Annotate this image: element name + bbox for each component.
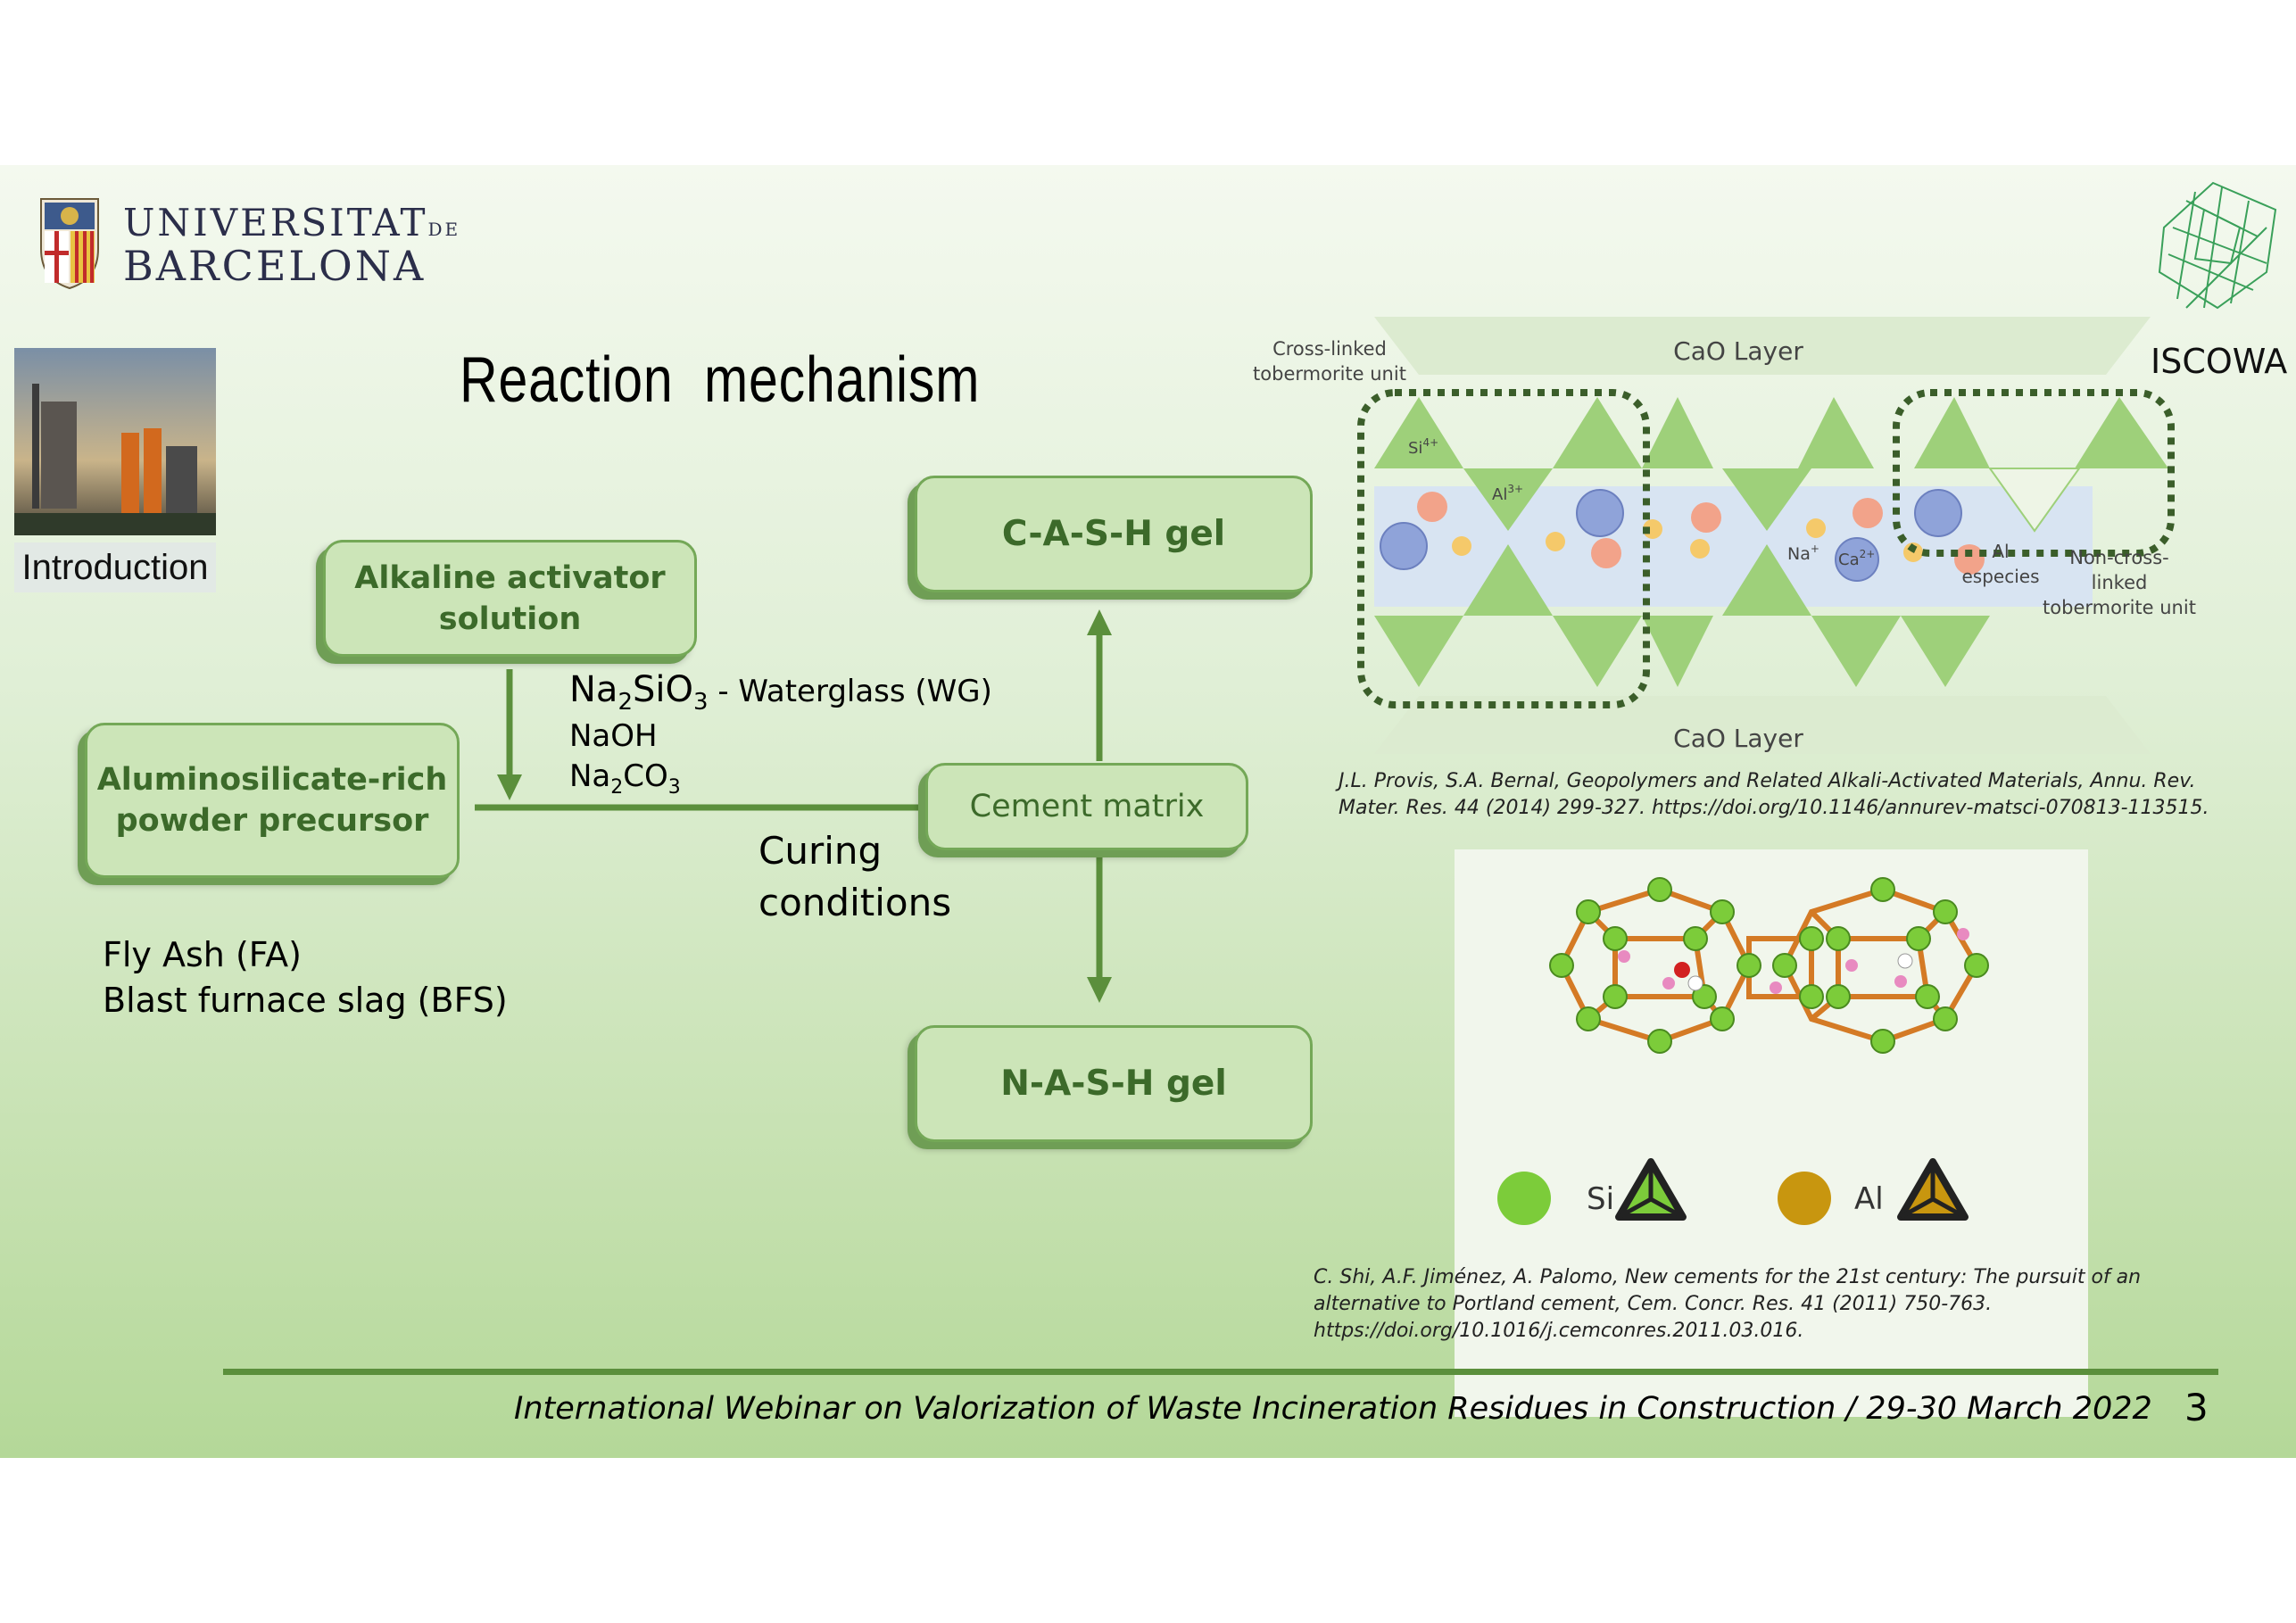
co3-mid: CO bbox=[623, 758, 668, 794]
waterglass-formula: Na2SiO3 - Waterglass (WG) bbox=[569, 669, 992, 716]
cash-gel-label: C-A-S-H gel bbox=[1001, 514, 1226, 554]
curing-line2: conditions bbox=[758, 881, 952, 924]
cement-matrix-box: Cement matrix bbox=[925, 763, 1248, 850]
logo-line2: BARCELONA bbox=[123, 242, 427, 290]
factory-photo-icon bbox=[14, 348, 216, 535]
noncross-label-2: linked bbox=[2092, 572, 2148, 593]
tobermorite-figure: Cross-linked tobermorite unit CaO Layer … bbox=[1253, 317, 2196, 754]
precursor-line2: powder precursor bbox=[115, 803, 429, 839]
section-label: Introduction bbox=[14, 542, 216, 592]
co3-sub2: 3 bbox=[667, 775, 681, 799]
na-ion-label: Na+ bbox=[1787, 542, 1819, 564]
slag-label: Blast furnace slag (BFS) bbox=[103, 981, 508, 1020]
citation-provis-line1: J.L. Provis, S.A. Bernal, Geopolymers an… bbox=[1339, 770, 2196, 792]
al-text: Al bbox=[1492, 485, 1507, 504]
wg-sub1: 2 bbox=[618, 689, 633, 716]
alkaline-activator-box: Alkaline activator solution bbox=[323, 540, 697, 657]
page-title: Reaction mechanism bbox=[460, 344, 981, 416]
legend-si-label: Si bbox=[1587, 1181, 1614, 1217]
university-crest-icon bbox=[40, 198, 99, 290]
co3-sub1: 2 bbox=[610, 775, 624, 799]
zeolite-cage-illustration: Si Al bbox=[1497, 877, 1989, 1225]
wg-mid: SiO bbox=[632, 669, 693, 710]
arrow-down-activator bbox=[497, 774, 522, 800]
curing-conditions: Curing conditions bbox=[758, 825, 951, 929]
activator-line2: solution bbox=[438, 600, 582, 637]
footer-divider bbox=[223, 1369, 2218, 1375]
university-logo: UNIVERSITATDE BARCELONA bbox=[34, 194, 458, 292]
precursor-box: Aluminosilicate-rich powder precursor bbox=[85, 723, 460, 878]
si-ion-label: Si4+ bbox=[1408, 436, 1438, 458]
arrow-up-cash bbox=[1087, 609, 1112, 635]
zeolite-figure: Si Al bbox=[1455, 849, 2088, 1417]
introduction-thumbnail: Introduction bbox=[14, 348, 216, 592]
al-ion-label: Al3+ bbox=[1492, 483, 1523, 504]
citation-provis-line2: Mater. Res. 44 (2014) 299-327. https://d… bbox=[1339, 797, 2209, 819]
ca-sup: 2+ bbox=[1860, 548, 1876, 560]
flow-connectors bbox=[475, 609, 1112, 1003]
noncross-label-1: Non-cross- bbox=[2069, 547, 2168, 568]
wg-prefix: Na bbox=[569, 669, 618, 710]
precursor-examples: Fly Ash (FA) Blast furnace slag (BFS) bbox=[103, 932, 508, 1023]
crosslinked-label-2: tobermorite unit bbox=[1253, 363, 1406, 385]
cash-gel-box: C-A-S-H gel bbox=[915, 476, 1313, 592]
legend-al-label: Al bbox=[1854, 1181, 1884, 1217]
iscowa-logo: ISCOWA bbox=[2124, 174, 2288, 381]
citation-shi-line2: alternative to Portland cement, Cem. Con… bbox=[1314, 1293, 1993, 1315]
sodium-carbonate-formula: Na2CO3 bbox=[569, 758, 681, 799]
crosslinked-label-1: Cross-linked bbox=[1272, 338, 1387, 360]
arrow-down-nash bbox=[1087, 977, 1112, 1003]
nash-gel-label: N-A-S-H gel bbox=[1000, 1064, 1227, 1104]
ca-text: Ca bbox=[1838, 551, 1860, 569]
slide: UNIVERSITATDE BARCELONA ISCOWA bbox=[0, 165, 2296, 1458]
citation-shi: C. Shi, A.F. Jiménez, A. Palomo, New cem… bbox=[1314, 1264, 2141, 1345]
citation-provis: J.L. Provis, S.A. Bernal, Geopolymers an… bbox=[1339, 768, 2209, 822]
iscowa-globe-icon bbox=[2158, 181, 2277, 310]
logo-line1: UNIVERSITAT bbox=[123, 201, 428, 244]
wg-suffix: - Waterglass (WG) bbox=[708, 674, 992, 709]
page-number: 3 bbox=[2184, 1386, 2209, 1429]
footer-text: International Webinar on Valorization of… bbox=[514, 1391, 2152, 1427]
wg-sub2: 3 bbox=[692, 689, 709, 716]
si-sup: 4+ bbox=[1422, 436, 1438, 449]
noncross-label-3: tobermorite unit bbox=[2043, 597, 2196, 618]
cement-matrix-label: Cement matrix bbox=[969, 789, 1205, 824]
si-text: Si bbox=[1408, 439, 1422, 458]
co3-prefix: Na bbox=[569, 758, 611, 794]
curing-line1: Curing bbox=[758, 829, 883, 873]
brand-name: ISCOWA bbox=[2151, 342, 2288, 381]
citation-shi-line3: https://doi.org/10.1016/j.cemconres.2011… bbox=[1314, 1320, 1804, 1342]
nash-gel-box: N-A-S-H gel bbox=[915, 1025, 1313, 1142]
al-species-label-1: Al bbox=[1992, 541, 2009, 562]
cao-layer-top: CaO Layer bbox=[1673, 336, 1803, 366]
na-text: Na bbox=[1787, 544, 1811, 564]
fly-ash-label: Fly Ash (FA) bbox=[103, 935, 302, 974]
naoh-formula: NaOH bbox=[569, 718, 658, 754]
citation-shi-line1: C. Shi, A.F. Jiménez, A. Palomo, New cem… bbox=[1314, 1266, 2142, 1288]
cao-layer-bottom: CaO Layer bbox=[1673, 724, 1803, 753]
precursor-line1: Aluminosilicate-rich bbox=[96, 762, 448, 798]
activator-line1: Alkaline activator bbox=[354, 559, 666, 596]
al-species-label-2: especies bbox=[1961, 566, 2039, 587]
al-sup: 3+ bbox=[1507, 483, 1523, 495]
logo-line1-suffix: DE bbox=[427, 219, 461, 240]
na-sup: + bbox=[1811, 542, 1819, 555]
ca-ion-label: Ca2+ bbox=[1838, 548, 1875, 569]
